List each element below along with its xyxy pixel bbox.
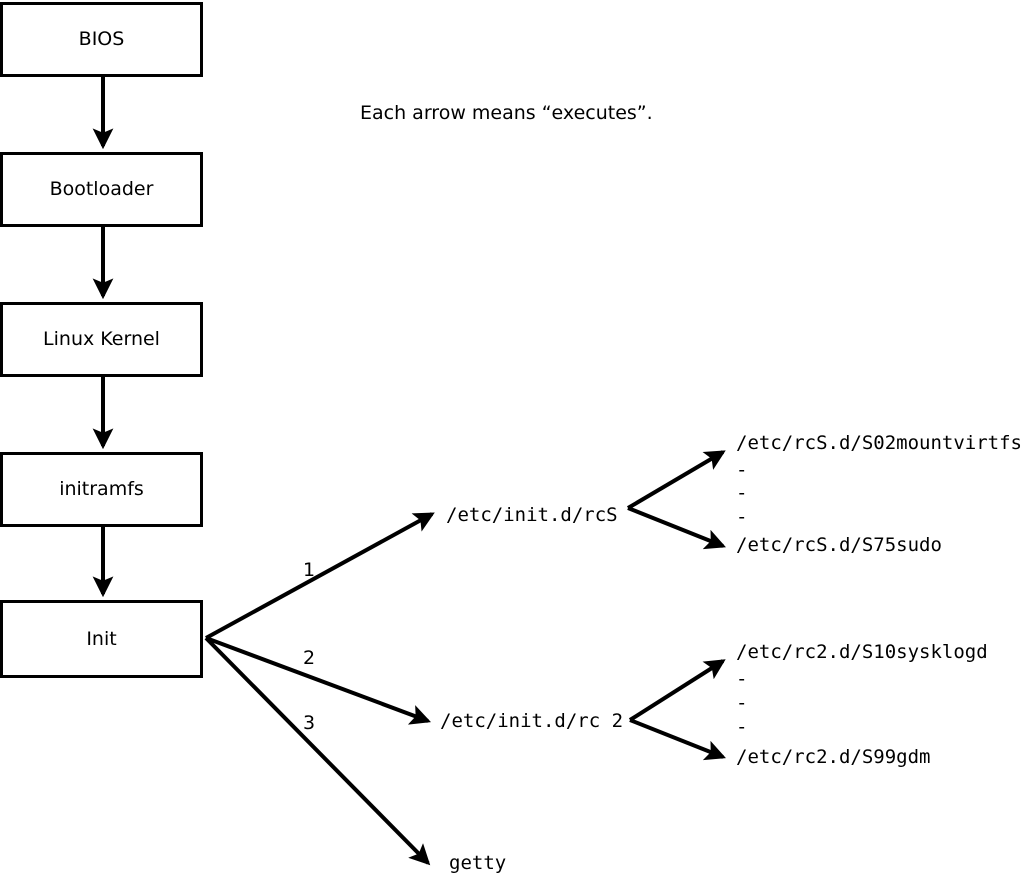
node-bootloader[interactable]: Bootloader	[0, 152, 203, 227]
node-rc2-script-last[interactable]: /etc/rc2.d/S99gdm	[736, 746, 931, 768]
edge-number-1: 1	[303, 559, 316, 581]
rc2-ellipsis-dash-1: -	[736, 668, 748, 690]
edge-rcs-to-first-script	[626, 450, 726, 510]
edge-rc2-to-first-script	[628, 659, 726, 722]
node-initramfs-label: initramfs	[59, 478, 144, 500]
node-linux-kernel-label: Linux Kernel	[43, 328, 160, 350]
node-linux-kernel[interactable]: Linux Kernel	[0, 302, 203, 377]
node-etc-init-d-rc-2[interactable]: /etc/init.d/rc 2	[440, 710, 624, 732]
edge-init-to-rcs	[205, 512, 435, 640]
node-etc-init-d-rcs[interactable]: /etc/init.d/rcS	[446, 504, 618, 526]
node-initramfs[interactable]: initramfs	[0, 452, 203, 527]
node-rc2-script-first[interactable]: /etc/rc2.d/S10sysklogd	[736, 641, 988, 663]
node-bios-label: BIOS	[78, 28, 125, 50]
node-init[interactable]: Init	[0, 600, 203, 678]
rcs-ellipsis-dash-1: -	[736, 459, 748, 481]
node-bootloader-label: Bootloader	[49, 178, 154, 200]
edge-init-to-rc2	[205, 636, 431, 725]
node-getty[interactable]: getty	[449, 852, 507, 874]
diagram-caption: Each arrow means “executes”.	[360, 102, 653, 124]
node-init-label: Init	[86, 627, 117, 650]
node-bios[interactable]: BIOS	[0, 2, 203, 77]
rcs-ellipsis-dash-3: -	[736, 506, 748, 528]
rc2-ellipsis-dash-2: -	[736, 692, 748, 714]
node-rcs-script-first[interactable]: /etc/rcS.d/S02mountvirtfs	[736, 432, 1022, 454]
edge-number-3: 3	[303, 712, 316, 734]
edge-init-to-getty	[204, 636, 431, 866]
rcs-ellipsis-dash-2: -	[736, 482, 748, 504]
edge-number-2: 2	[303, 647, 316, 669]
edge-rcs-to-last-script	[627, 506, 726, 550]
rc2-ellipsis-dash-3: -	[736, 716, 748, 738]
edge-rc2-to-last-script	[629, 718, 726, 761]
node-rcs-script-last[interactable]: /etc/rcS.d/S75sudo	[736, 534, 942, 556]
